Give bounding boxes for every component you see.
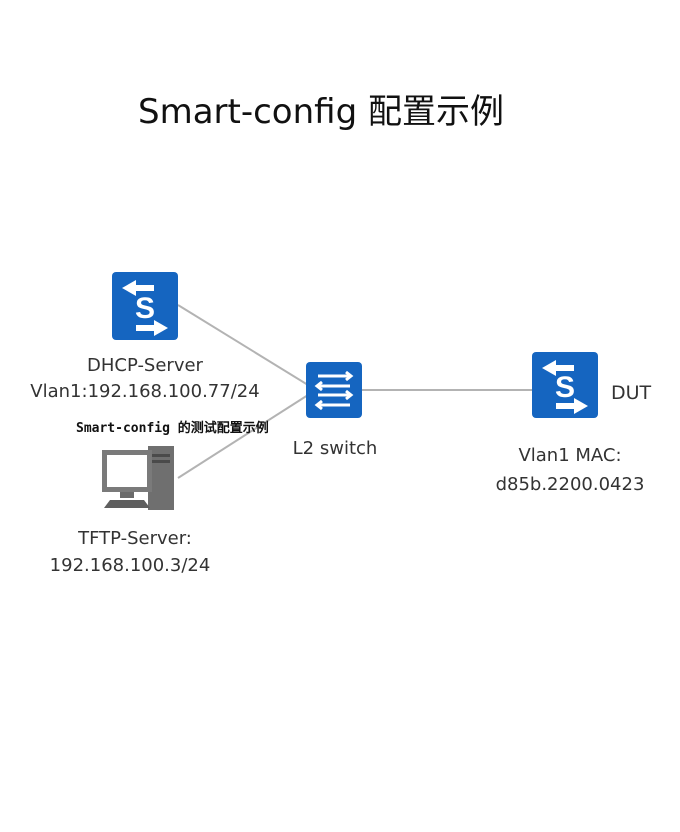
tftp-server-name: TFTP-Server:: [78, 528, 192, 549]
dut-router-icon[interactable]: S: [532, 352, 598, 418]
dhcp-server-address: Vlan1:192.168.100.77/24: [30, 381, 260, 402]
dut-name: DUT: [611, 382, 652, 404]
svg-text:S: S: [135, 292, 155, 325]
tftp-server-address: 192.168.100.3/24: [49, 555, 211, 576]
tftp-server-pc-icon[interactable]: [100, 444, 182, 514]
dut-mac-value: d85b.2200.0423: [495, 474, 645, 495]
l2-switch-name: L2 switch: [292, 438, 378, 459]
figure-caption: Smart-config 的测试配置示例: [76, 421, 269, 436]
link-dhcp-switch: [177, 304, 309, 386]
dhcp-server-router-icon[interactable]: S: [112, 272, 178, 340]
svg-text:S: S: [555, 371, 575, 404]
l2-switch-icon[interactable]: [306, 362, 362, 418]
diagram-title: Smart-config 配置示例: [138, 92, 504, 132]
link-tftp-switch: [177, 394, 309, 479]
dut-mac-label: Vlan1 MAC:: [518, 445, 622, 466]
dhcp-server-name: DHCP-Server: [87, 355, 203, 376]
